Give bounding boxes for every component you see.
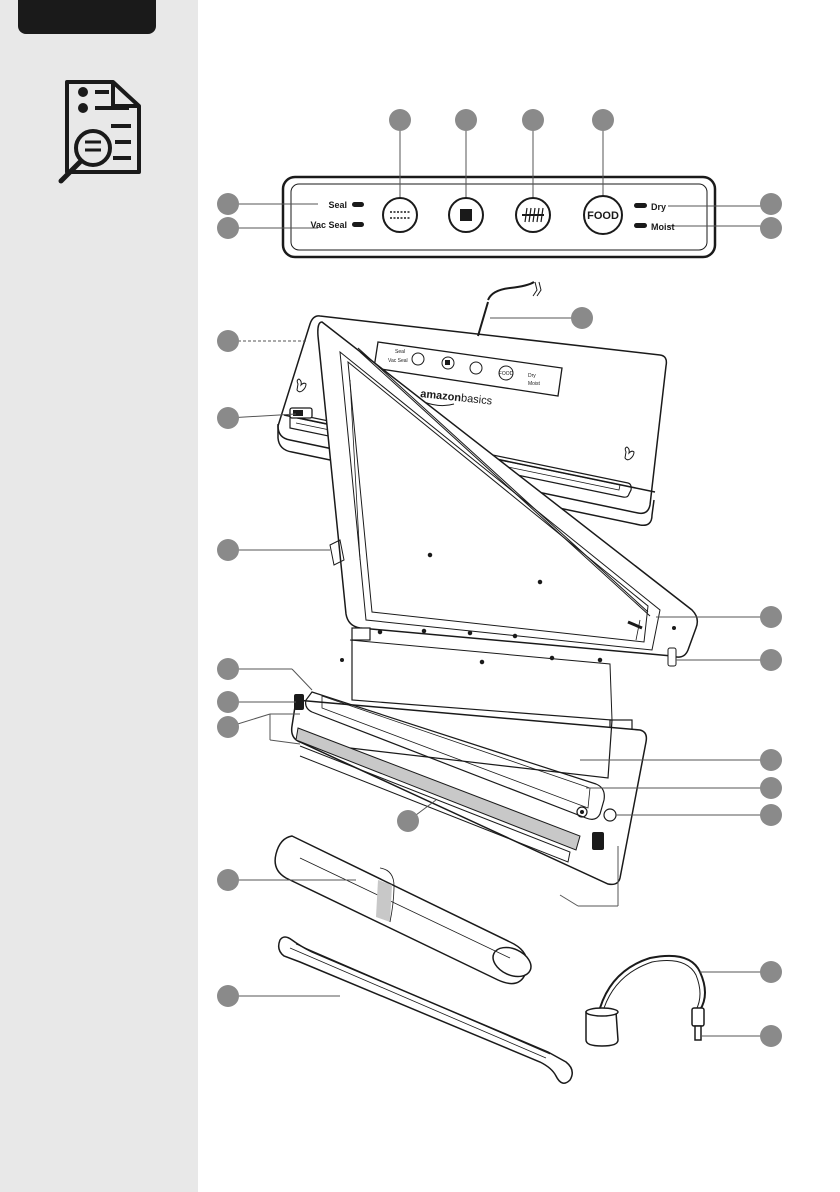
mini-vac-seal-label: Vac Seal <box>388 358 408 364</box>
seal-label: Seal <box>328 200 347 210</box>
moist-led-indicator <box>634 223 647 228</box>
callout-marker <box>592 109 614 131</box>
callout-marker <box>217 691 239 713</box>
callout-marker <box>760 804 782 826</box>
callout-marker <box>760 649 782 671</box>
callout-marker <box>217 330 239 352</box>
callout-marker <box>217 407 239 429</box>
dry-led-indicator <box>634 203 647 208</box>
dry-label: Dry <box>651 202 666 212</box>
food-mode-button[interactable]: FOOD <box>584 196 622 234</box>
callout-marker <box>760 961 782 983</box>
seal-led-indicator <box>352 202 364 207</box>
moist-label: Moist <box>651 222 675 232</box>
callout-marker <box>217 716 239 738</box>
seal-button[interactable] <box>516 198 550 232</box>
callout-marker <box>760 217 782 239</box>
callout-marker <box>760 606 782 628</box>
vac-seal-button[interactable] <box>383 198 417 232</box>
callout-marker <box>760 1025 782 1047</box>
callout-marker <box>397 810 419 832</box>
callout-marker <box>217 985 239 1007</box>
mini-moist-label: Moist <box>528 381 541 387</box>
control-panel: Seal Vac Seal FOOD Dry Moist <box>217 109 782 257</box>
vac-seal-led-indicator <box>352 222 364 227</box>
callout-marker <box>389 109 411 131</box>
callout-marker <box>217 869 239 891</box>
callout-marker <box>217 217 239 239</box>
callout-marker <box>760 749 782 771</box>
mini-dry-label: Dry <box>528 373 536 379</box>
stop-button[interactable] <box>449 198 483 232</box>
vac-seal-label: Vac Seal <box>310 220 347 230</box>
callout-marker <box>455 109 477 131</box>
mini-seal-label: Seal <box>395 349 405 355</box>
mini-food-label: FOOD <box>499 371 514 377</box>
stop-icon <box>460 209 472 221</box>
callout-marker <box>760 777 782 799</box>
callout-marker <box>217 658 239 680</box>
vacuum-hose-accessory <box>586 956 705 1046</box>
callout-marker <box>217 539 239 561</box>
callout-marker <box>217 193 239 215</box>
callout-marker <box>522 109 544 131</box>
food-button-label: FOOD <box>587 210 619 222</box>
callout-marker <box>571 307 593 329</box>
callout-marker <box>760 193 782 215</box>
